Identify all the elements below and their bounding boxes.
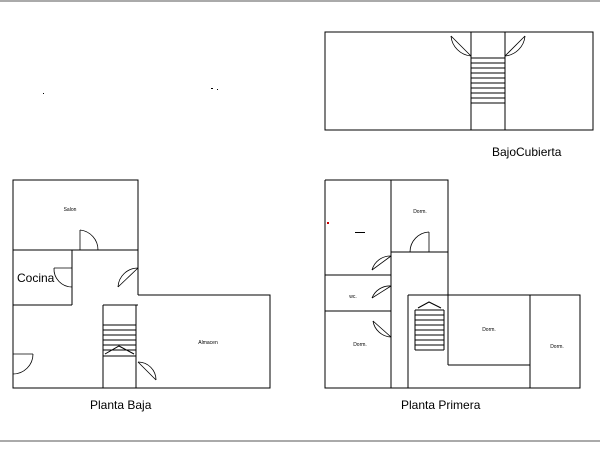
door-hall — [117, 267, 139, 288]
stray-mark — [217, 89, 218, 90]
door-cocina — [53, 267, 73, 288]
room-label-dorm-right: Dorm. — [550, 344, 564, 350]
door-almacen — [137, 361, 157, 381]
room-label-dorm-center: Dorm. — [482, 327, 496, 333]
stray-mark — [43, 93, 44, 94]
title-bajo-cubierta: BajoCubierta — [492, 145, 562, 159]
door-wc — [371, 285, 392, 299]
first-stair — [414, 301, 445, 351]
title-planta-baja: Planta Baja — [90, 398, 152, 412]
attic-door-right — [504, 35, 526, 57]
attic-door-left — [450, 35, 472, 57]
room-label-dorm-left: Dorm. — [353, 342, 367, 348]
stray-mark — [327, 222, 329, 224]
door-dorm-bottom — [372, 320, 392, 338]
room-label-wc: wc. — [349, 294, 357, 300]
door-dorm-left — [371, 255, 392, 271]
attic-stair — [471, 57, 505, 104]
door-dorm-top — [409, 231, 430, 253]
room-label-almacen: Almacen — [198, 340, 218, 346]
plan-planta-baja: Salon Cocina Almacen — [12, 179, 271, 389]
door-entry — [12, 353, 34, 375]
door-salon — [79, 229, 99, 251]
first-floor-outline — [324, 179, 581, 389]
plan-bajo-cubierta — [324, 31, 594, 131]
room-label-salon: Salon — [64, 207, 77, 213]
plan-planta-primera: Dorm. Dorm. Dorm. Dorm. wc. — [324, 179, 581, 389]
stray-mark — [355, 232, 365, 233]
title-planta-primera: Planta Primera — [401, 398, 481, 412]
ground-outline — [12, 179, 271, 389]
ground-stair — [103, 324, 136, 357]
room-label-dorm-top: Dorm. — [413, 209, 427, 215]
attic-outline — [324, 31, 594, 131]
room-label-cocina: Cocina — [17, 271, 55, 285]
stray-mark — [211, 88, 213, 89]
